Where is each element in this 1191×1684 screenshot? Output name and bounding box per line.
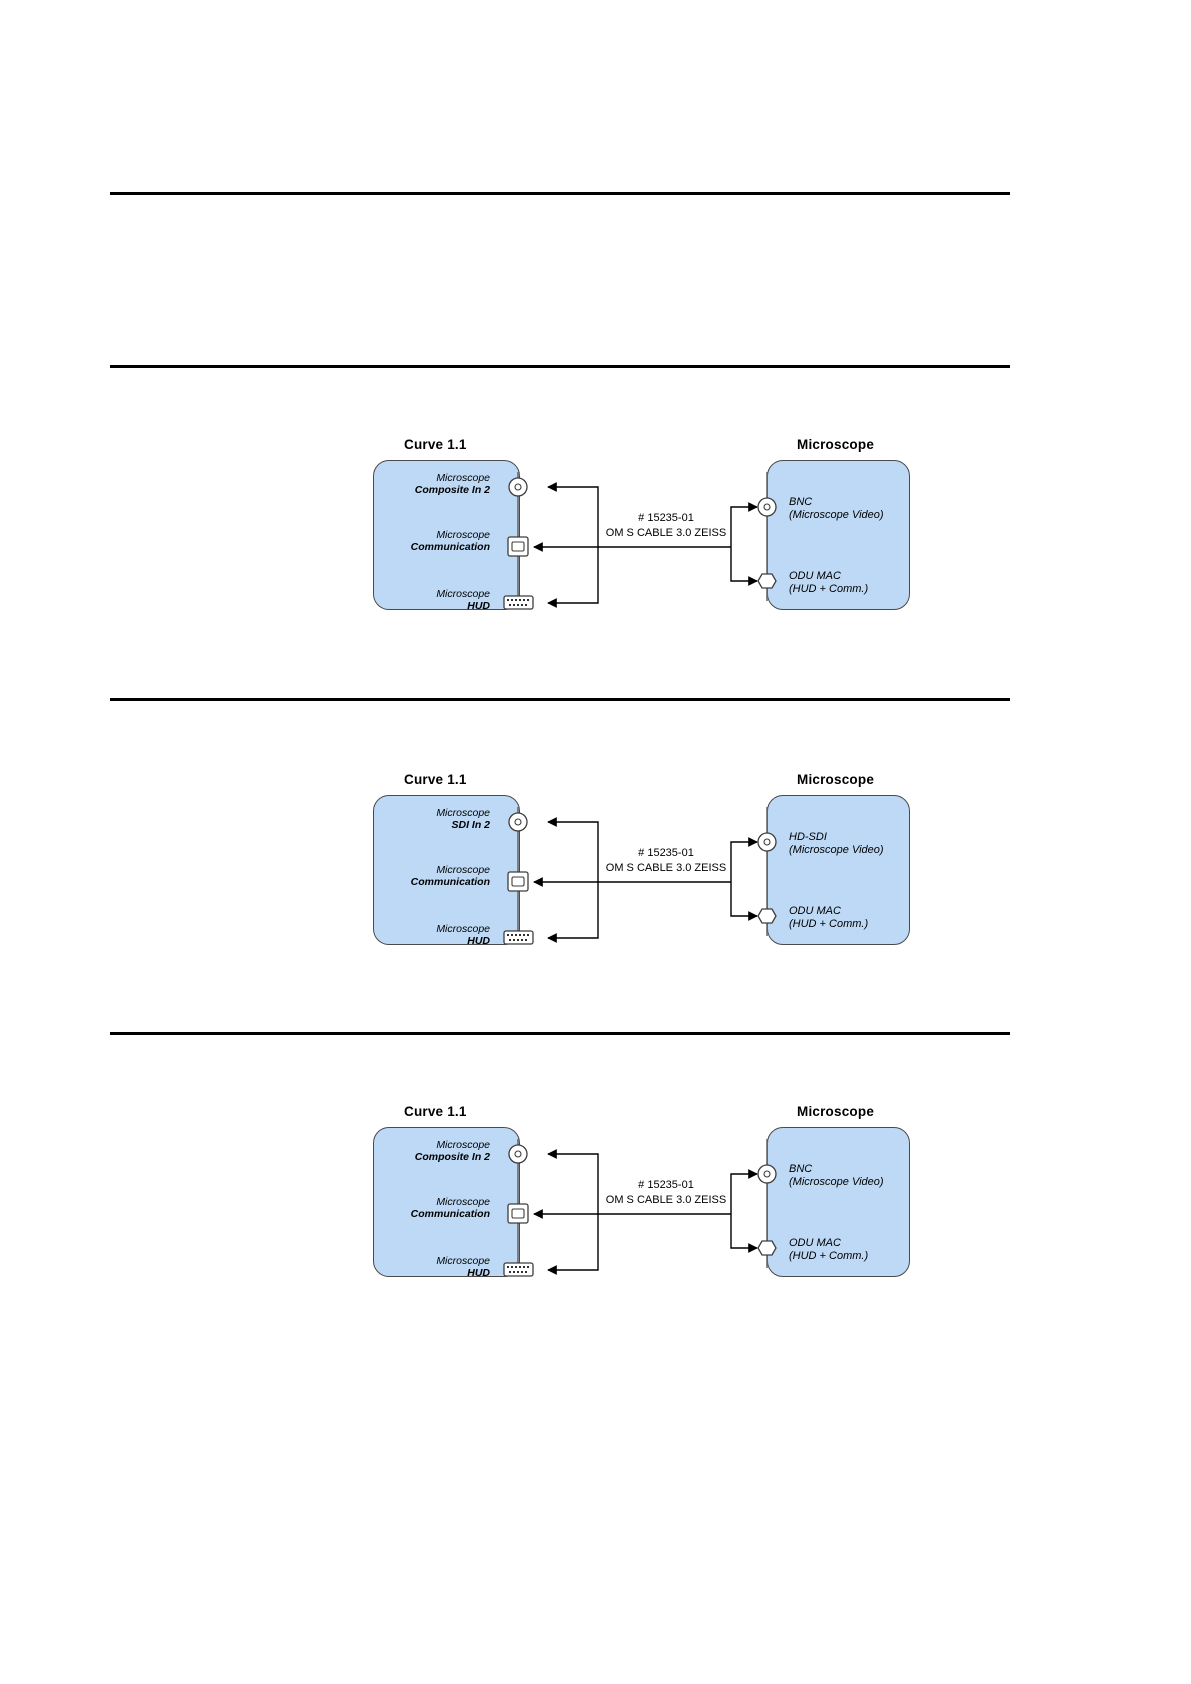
port-label-2: Microscope Communication xyxy=(358,529,490,554)
bnc-connector-icon-right xyxy=(757,1164,777,1184)
bnc-connector-icon-left xyxy=(508,477,528,497)
right-port-label-2-bottom: (HUD + Comm.) xyxy=(789,918,869,931)
port-label-3-top: Microscope xyxy=(436,588,490,600)
right-port-label-2-top: ODU MAC xyxy=(789,570,841,582)
cable-name: OM S CABLE 3.0 ZEISS xyxy=(605,1193,727,1206)
port-label-3-top: Microscope xyxy=(436,923,490,935)
port-label-3-bottom: HUD xyxy=(467,1267,490,1280)
port-label-3: Microscope HUD xyxy=(358,588,490,613)
cable-name: OM S CABLE 3.0 ZEISS xyxy=(605,861,727,874)
rule-second xyxy=(110,365,1010,368)
port-label-1-bottom: SDI In 2 xyxy=(451,819,490,832)
port-label-1-bottom: Composite In 2 xyxy=(414,484,490,497)
port-label-2: Microscope Communication xyxy=(358,1196,490,1221)
right-port-label-1-bottom: (Microscope Video) xyxy=(789,844,884,857)
port-label-1: Microscope SDI In 2 xyxy=(358,807,490,832)
port-label-1-top: Microscope xyxy=(436,807,490,819)
wiring-layer xyxy=(503,472,777,610)
dsub-connector-icon-left xyxy=(503,595,534,610)
right-port-label-2: ODU MAC (HUD + Comm.) xyxy=(789,905,868,931)
port-label-3-bottom: HUD xyxy=(467,600,490,613)
odu-hex-connector-icon-right xyxy=(757,908,777,924)
cable-number: # 15235-01 xyxy=(638,1179,694,1191)
right-port-label-1-top: BNC xyxy=(789,496,813,508)
curve-device-box xyxy=(373,1127,520,1277)
right-port-label-1: BNC (Microscope Video) xyxy=(789,1163,884,1189)
port-label-1-top: Microscope xyxy=(436,472,490,484)
cable-name: OM S CABLE 3.0 ZEISS xyxy=(605,526,727,539)
right-port-label-2: ODU MAC (HUD + Comm.) xyxy=(789,1237,868,1263)
left-device-title: Curve 1.1 xyxy=(404,1104,467,1119)
right-port-label-2-bottom: (HUD + Comm.) xyxy=(789,583,869,596)
port-label-2: Microscope Communication xyxy=(358,864,490,889)
port-label-2-top: Microscope xyxy=(436,864,490,876)
right-port-label-1-top: BNC xyxy=(789,1163,813,1175)
curve-device-box xyxy=(373,795,520,945)
cable-caption: # 15235-01 OM S CABLE 3.0 ZEISS xyxy=(566,1178,766,1208)
connection-diagram-3: Curve 1.1 Microscope xyxy=(0,1092,1191,1372)
port-label-2-top: Microscope xyxy=(436,529,490,541)
left-device-title: Curve 1.1 xyxy=(404,437,467,452)
dsub-connector-icon-left xyxy=(503,930,534,945)
right-port-label-1-bottom: (Microscope Video) xyxy=(789,509,884,522)
connection-diagram-2: Curve 1.1 Microscope xyxy=(0,760,1191,1040)
port-label-3-top: Microscope xyxy=(436,1255,490,1267)
right-port-label-1: HD-SDI (Microscope Video) xyxy=(789,831,884,857)
wiring-layer xyxy=(503,807,777,945)
connection-diagram-1: Curve 1.1 Microscope xyxy=(0,425,1191,705)
bnc-connector-icon-right xyxy=(757,497,777,517)
port-label-2-bottom: Communication xyxy=(410,1208,490,1221)
right-port-label-2-top: ODU MAC xyxy=(789,905,841,917)
bnc-connector-icon-right xyxy=(757,832,777,852)
port-label-1: Microscope Composite In 2 xyxy=(358,1139,490,1164)
right-port-label-1-top: HD-SDI xyxy=(789,831,827,843)
odu-hex-connector-icon-right xyxy=(757,573,777,589)
dsub-connector-icon-left xyxy=(503,1262,534,1277)
bnc-connector-icon-left xyxy=(508,1144,528,1164)
port-label-3: Microscope HUD xyxy=(358,923,490,948)
rule-top xyxy=(110,192,1010,195)
cable-number: # 15235-01 xyxy=(638,512,694,524)
port-label-2-bottom: Communication xyxy=(410,541,490,554)
right-device-title: Microscope xyxy=(797,437,875,452)
wiring-layer xyxy=(503,1139,777,1277)
port-label-2-top: Microscope xyxy=(436,1196,490,1208)
rule-third xyxy=(110,698,1010,701)
port-label-3-bottom: HUD xyxy=(467,935,490,948)
bnc-connector-icon-left xyxy=(508,812,528,832)
microscope-device-box xyxy=(767,795,910,945)
right-port-label-2-top: ODU MAC xyxy=(789,1237,841,1249)
cable-caption: # 15235-01 OM S CABLE 3.0 ZEISS xyxy=(566,511,766,541)
port-label-2-bottom: Communication xyxy=(410,876,490,889)
right-port-label-1-bottom: (Microscope Video) xyxy=(789,1176,884,1189)
left-device-title: Curve 1.1 xyxy=(404,772,467,787)
port-label-1: Microscope Composite In 2 xyxy=(358,472,490,497)
right-port-label-1: BNC (Microscope Video) xyxy=(789,496,884,522)
port-label-1-top: Microscope xyxy=(436,1139,490,1151)
port-label-1-bottom: Composite In 2 xyxy=(414,1151,490,1164)
usb-connector-icon-left xyxy=(507,536,529,557)
usb-connector-icon-left xyxy=(507,1203,529,1224)
rule-fourth xyxy=(110,1032,1010,1035)
right-port-label-2-bottom: (HUD + Comm.) xyxy=(789,1250,869,1263)
cable-caption: # 15235-01 OM S CABLE 3.0 ZEISS xyxy=(566,846,766,876)
right-device-title: Microscope xyxy=(797,1104,875,1119)
curve-device-box xyxy=(373,460,520,610)
microscope-device-box xyxy=(767,1127,910,1277)
cable-number: # 15235-01 xyxy=(638,847,694,859)
right-port-label-2: ODU MAC (HUD + Comm.) xyxy=(789,570,868,596)
port-label-3: Microscope HUD xyxy=(358,1255,490,1280)
usb-connector-icon-left xyxy=(507,871,529,892)
odu-hex-connector-icon-right xyxy=(757,1240,777,1256)
right-device-title: Microscope xyxy=(797,772,875,787)
